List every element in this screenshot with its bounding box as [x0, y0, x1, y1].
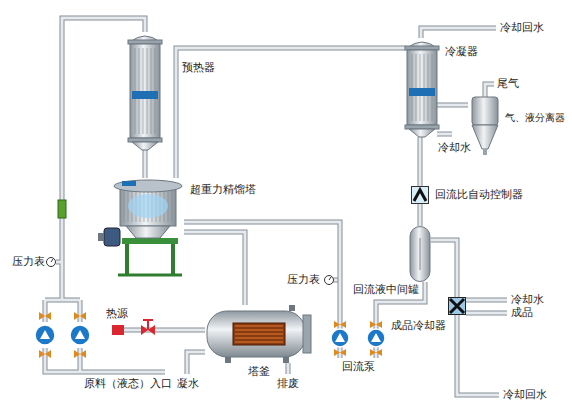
pipe-stroke: [437, 104, 468, 107]
equipment-label: 冷凝器: [445, 46, 478, 58]
pipe-stroke: [431, 240, 457, 297]
pipe-connector: [176, 48, 405, 178]
equipment-shape: [112, 178, 184, 238]
pipe-label: 排废: [277, 378, 299, 390]
pipe-label: 尾气: [497, 78, 519, 90]
equipment-label: 回流泵: [342, 361, 375, 373]
equipment-label: 塔釜: [248, 366, 270, 378]
pipe-stroke: [184, 222, 340, 318]
pipe-stroke: [144, 150, 147, 178]
equipment-label: 成品冷却器: [391, 320, 446, 332]
pipe-stroke: [418, 137, 423, 186]
pipe-stroke: [437, 103, 468, 108]
pipe-stroke: [143, 150, 148, 178]
rotating-bed-column: 超重力精馏塔: [112, 178, 184, 238]
equipment-label: 气、液分离器: [505, 112, 565, 124]
preheater-vessel: 预热器: [128, 32, 162, 150]
equipment-shape: [411, 186, 429, 204]
equipment-shape: [448, 297, 466, 315]
pipe-label: 冷却回水: [503, 389, 547, 401]
pipe-label: 压力表: [287, 274, 320, 286]
pipe-stroke: [176, 48, 405, 178]
pipe-connector: [420, 137, 421, 186]
pipe-connector: [184, 232, 245, 305]
equipment-label: 超重力精馏塔: [190, 184, 256, 196]
equipment-shape: [128, 32, 162, 150]
pipe-stroke: [419, 204, 422, 226]
equipment-label: 回流液中间罐: [353, 284, 419, 296]
pipe-label: 冷却水: [438, 142, 471, 154]
equipment-label: 回流比自动控制器: [435, 189, 523, 201]
pipe-label: 原料（液态）入口: [84, 378, 172, 390]
reboiler-tank: 塔釜: [205, 305, 313, 363]
equipment-shape: [409, 226, 431, 282]
equipment-label: 预热器: [182, 62, 215, 74]
pipe-stroke: [176, 48, 405, 178]
pipe-connector: [184, 222, 340, 318]
pipe-stroke: [184, 232, 245, 305]
product-cooler: 成品冷却器: [448, 297, 466, 315]
pipe-connector: [420, 204, 421, 226]
pipe-stroke: [418, 204, 423, 226]
condenser-vessel: 冷凝器: [405, 38, 437, 137]
reflux-pumps: 回流泵: [327, 318, 389, 358]
pipe-label: 冷却回水: [500, 22, 544, 34]
pipe-connector: [145, 150, 146, 178]
pipe-connector: [431, 240, 457, 297]
equipment-shape: [468, 97, 502, 155]
pipe-label: 凝水: [177, 378, 199, 390]
equipment-shape: [327, 318, 389, 358]
reflux-tank: 回流液中间罐: [409, 226, 431, 282]
pipe-stroke: [184, 232, 245, 305]
reflux-controller: 回流比自动控制器: [411, 186, 429, 204]
pipe-stroke: [419, 137, 422, 186]
equipment-shape: [205, 305, 313, 363]
equipment-shape: [405, 38, 437, 137]
pipe-label: 热源: [106, 308, 128, 320]
pipe-label: 压力表: [12, 256, 45, 268]
pipe-label: 冷却水: [511, 294, 544, 306]
pipe-stroke: [184, 222, 340, 318]
separator-vessel: 气、液分离器: [468, 97, 502, 155]
pipe-stroke: [431, 240, 457, 297]
pipe-label: 成品: [511, 307, 533, 319]
pipe-connector: [437, 105, 468, 106]
